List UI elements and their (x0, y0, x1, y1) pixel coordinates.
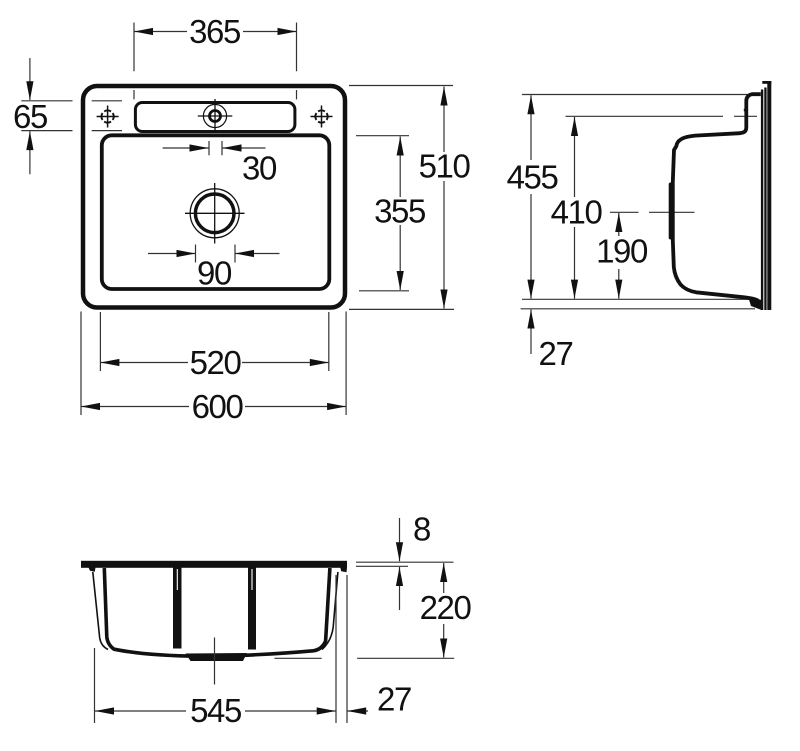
svg-text:510: 510 (419, 148, 471, 185)
svg-text:30: 30 (242, 149, 277, 186)
svg-text:65: 65 (13, 98, 47, 135)
svg-text:27: 27 (377, 680, 411, 717)
svg-text:220: 220 (420, 589, 472, 626)
svg-text:27: 27 (539, 335, 573, 372)
svg-text:545: 545 (190, 692, 241, 729)
svg-text:365: 365 (189, 13, 240, 50)
svg-text:600: 600 (192, 388, 244, 425)
svg-text:455: 455 (507, 158, 558, 195)
svg-text:520: 520 (190, 344, 242, 381)
svg-text:90: 90 (197, 254, 232, 291)
svg-text:410: 410 (551, 193, 603, 230)
svg-text:190: 190 (596, 232, 648, 269)
svg-text:355: 355 (374, 192, 425, 229)
svg-text:8: 8 (413, 510, 430, 547)
